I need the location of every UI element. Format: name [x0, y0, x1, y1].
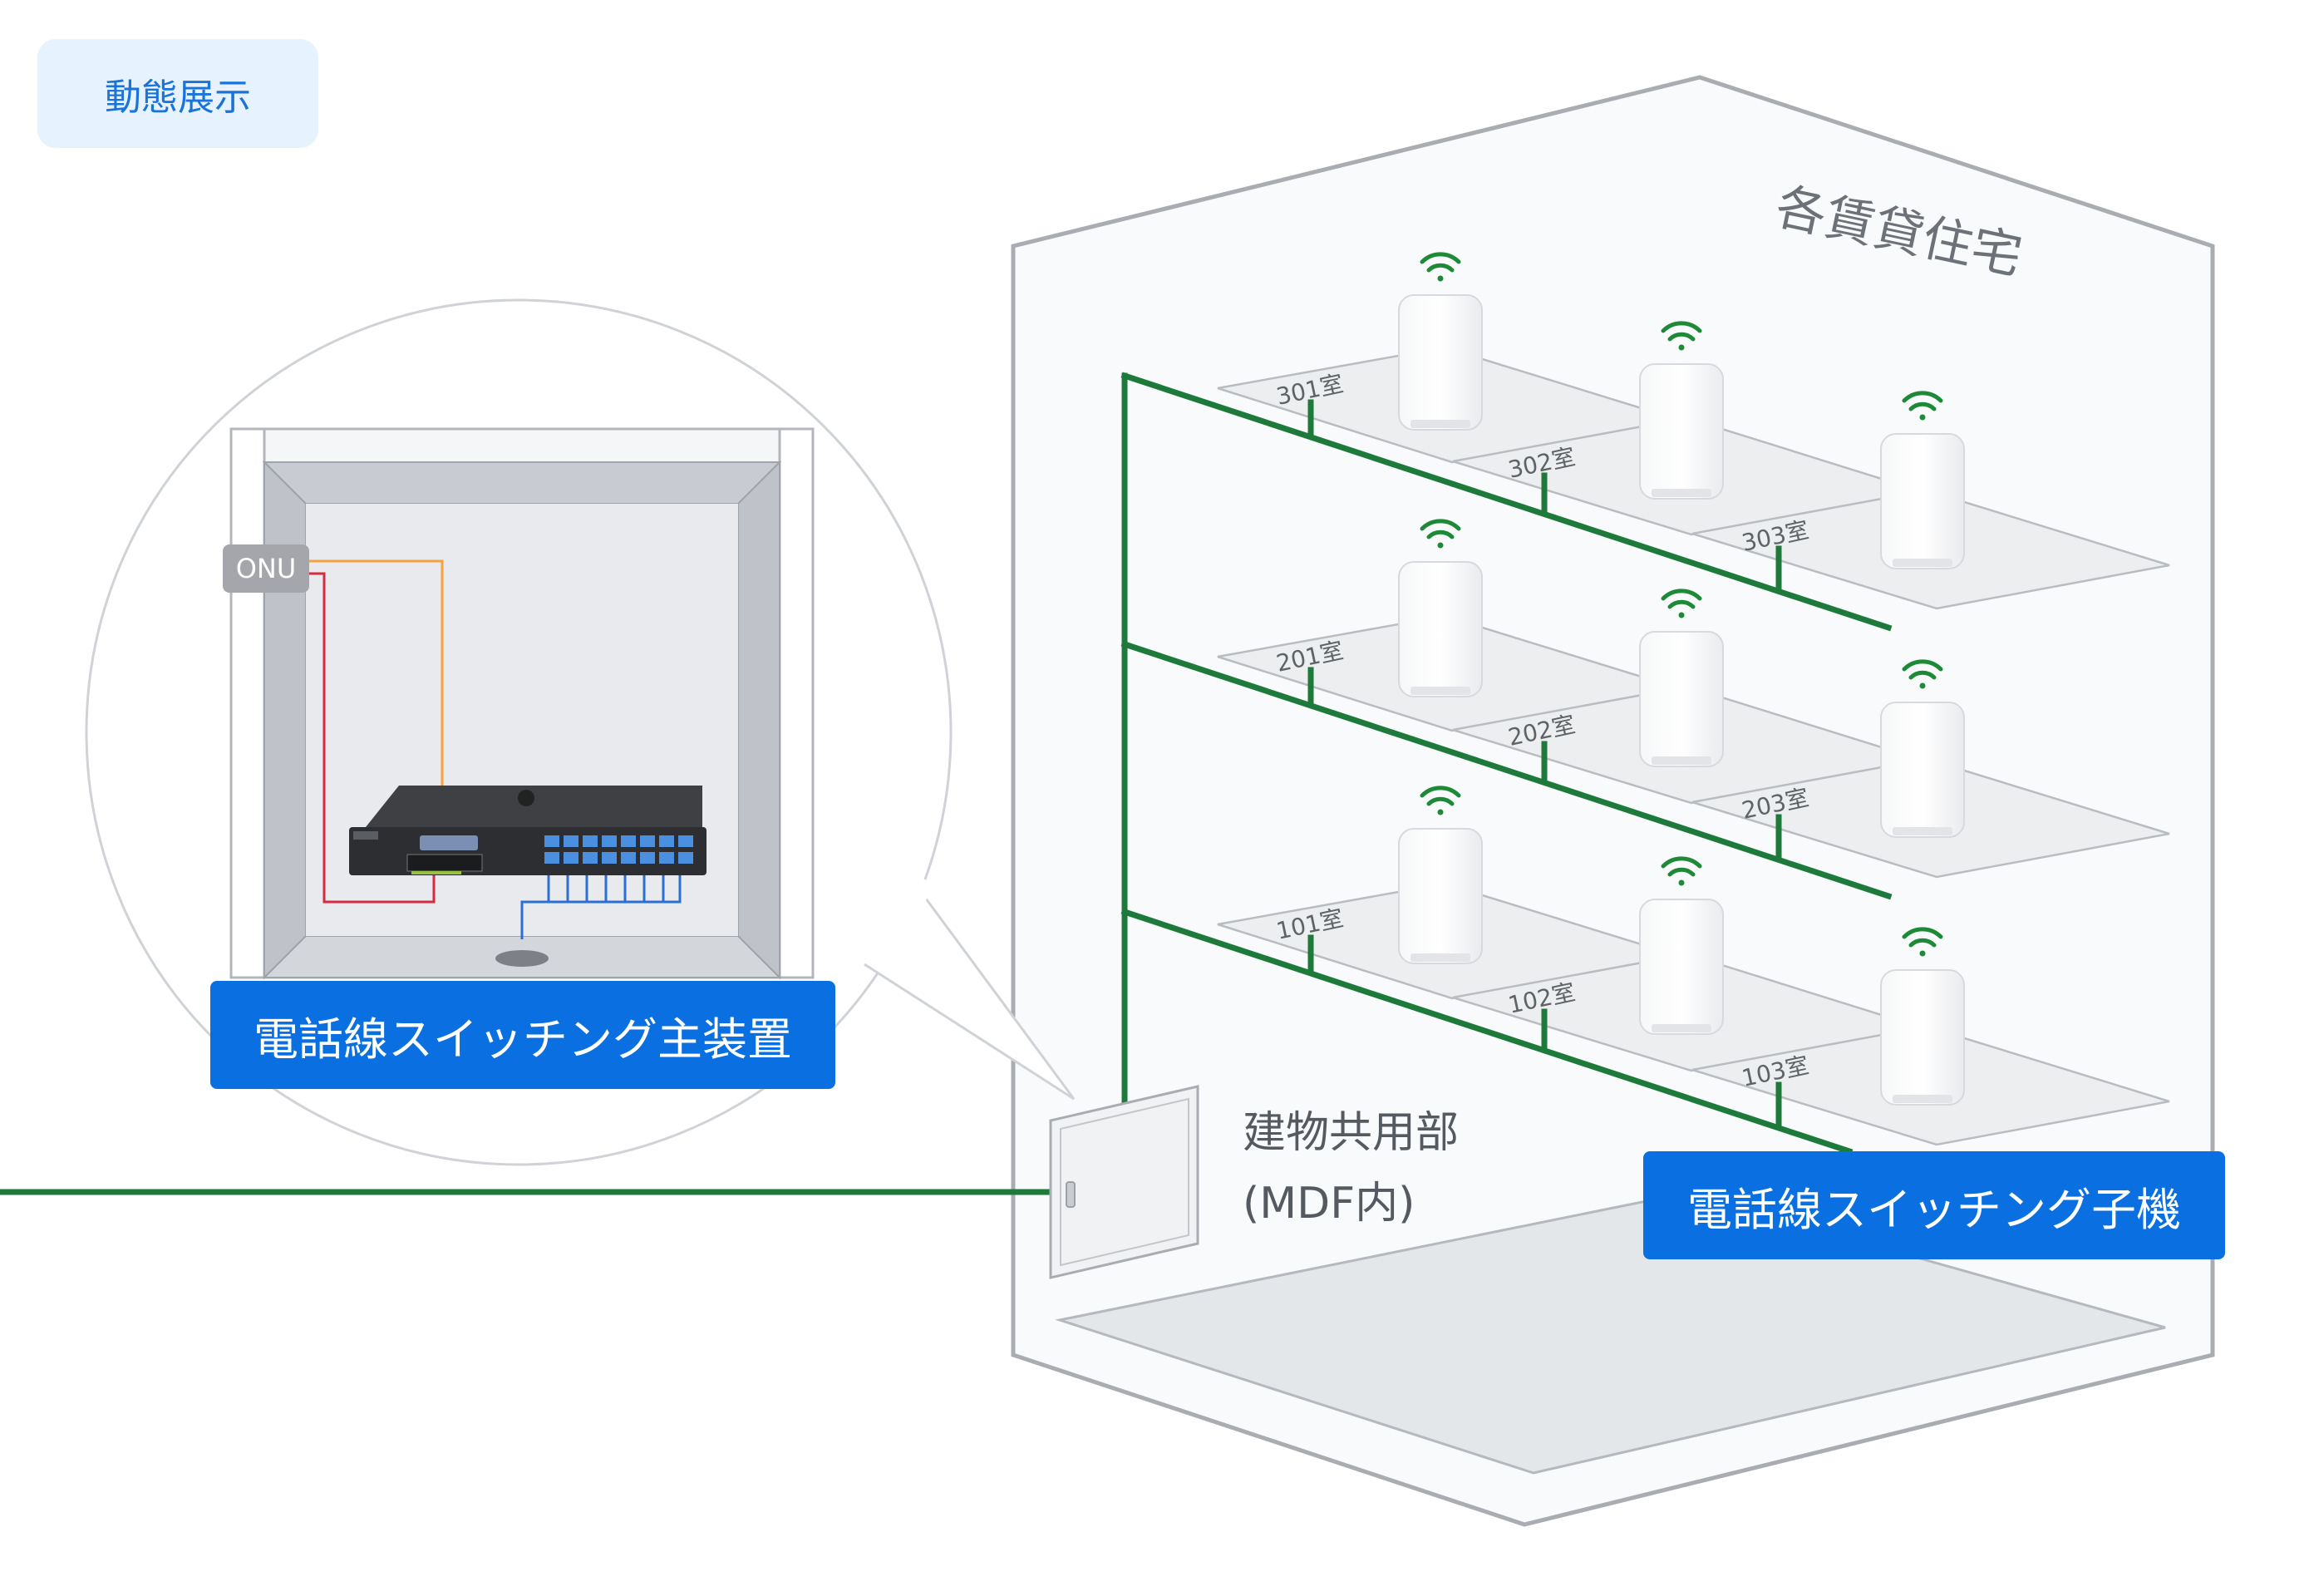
wifi-icon [1661, 856, 1702, 886]
access-point-201 [1398, 519, 1483, 697]
access-point-301 [1398, 252, 1483, 431]
zoom-callout-pointer [864, 879, 1076, 1101]
mdf-cabinet [1049, 1085, 1199, 1279]
wifi-icon [1661, 321, 1702, 351]
wifi-icon [1902, 659, 1943, 689]
mdf-label-line1: 建物共用部 [1243, 1108, 1460, 1158]
green-cabling [0, 372, 1893, 1195]
mdf-handle-icon [1066, 1181, 1076, 1208]
sub-device-label: 電話線スイッチング子機 [1643, 1151, 2225, 1259]
access-point-303 [1880, 391, 1965, 569]
access-point-102 [1639, 856, 1724, 1035]
access-point-101 [1398, 786, 1483, 964]
access-point-103 [1880, 927, 1965, 1106]
floor-bus-1 [1120, 908, 1854, 1155]
switching-main-device [349, 786, 706, 875]
cable-red [309, 572, 436, 904]
access-point-203 [1880, 659, 1965, 838]
wifi-icon [1902, 927, 1943, 957]
wifi-icon [1420, 786, 1461, 815]
wifi-icon [1420, 519, 1461, 549]
ground-floor-plane [1055, 1191, 2166, 1475]
access-point-202 [1639, 589, 1724, 767]
wifi-icon [1902, 391, 1943, 421]
rack-cables [309, 559, 682, 939]
live-demo-badge[interactable]: 動態展示 [37, 39, 318, 148]
main-device-label: 電話線スイッチング主装置 [210, 981, 835, 1089]
access-point-302 [1639, 321, 1724, 500]
floor-bus-2 [1120, 640, 1893, 900]
wifi-icon [1661, 589, 1702, 618]
cable-blue [520, 869, 682, 939]
floor-cable-hole [495, 950, 549, 967]
onu-device-label: ONU [223, 544, 309, 593]
rack-cabinet [229, 427, 815, 980]
mdf-label-line2: (MDF内) [1243, 1179, 1415, 1229]
floor-bus-3 [1120, 372, 1893, 632]
wifi-icon [1420, 252, 1461, 282]
cable-orange [309, 559, 444, 852]
